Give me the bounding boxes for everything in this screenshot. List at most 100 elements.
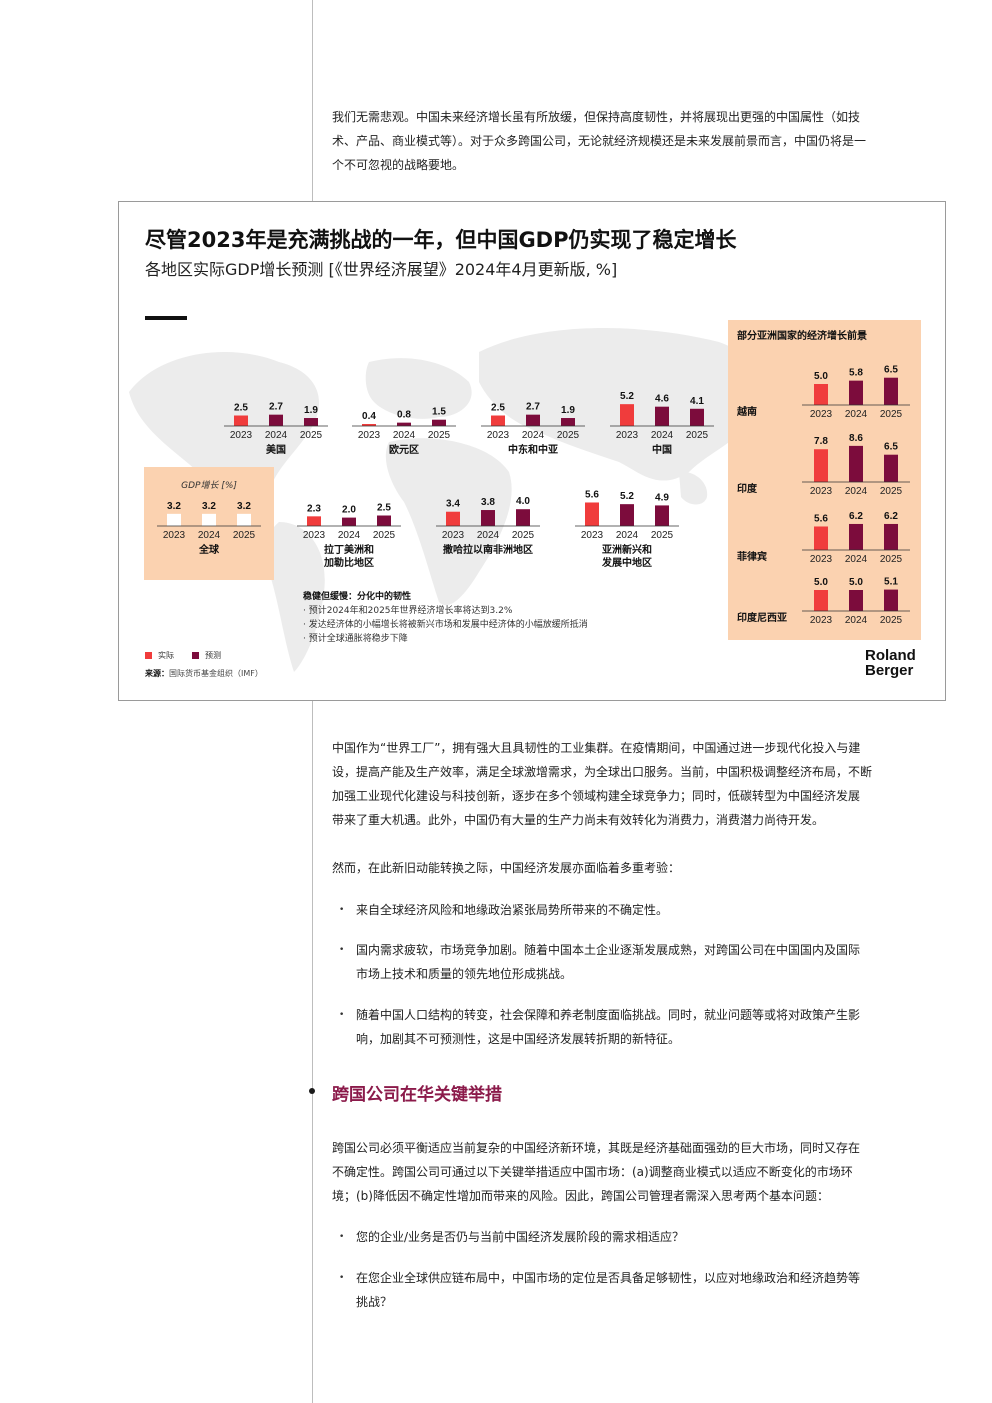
data-label: 1.9 (304, 405, 318, 416)
notes-title: 稳健但缓慢：分化中的韧性 (303, 592, 412, 602)
bullet-line: 您的企业/业务是否仍与当前中国经济发展阶段的需求相适应？ (356, 1230, 685, 1244)
bar (432, 419, 446, 426)
bar (620, 504, 634, 526)
data-label: 0.8 (397, 410, 411, 421)
year-tick-label: 2023 (581, 530, 604, 541)
year-tick-label: 2024 (845, 554, 868, 565)
bar (585, 502, 599, 526)
region-label: 发展中地区 (601, 556, 652, 569)
logo-line: Berger (865, 662, 914, 679)
bullet-item: 在您企业全球供应链布局中，中国市场的定位是否具备足够韧性，以应对地缘政治和经济趋… (339, 1266, 922, 1314)
data-label: 7.8 (814, 436, 828, 447)
year-tick-label: 2023 (358, 430, 381, 441)
note-item: · 预计2024年和2025年世界经济增长率将达到3.2% (303, 606, 513, 616)
gdp-chart-svg: 2.5 2023 2.7 2024 1.9 2025 美国 0.4 2023 0.8 2024 1.5… (129, 320, 921, 672)
year-tick-label: 2025 (428, 430, 451, 441)
bar (655, 505, 669, 526)
region-label: 全球 (198, 543, 220, 556)
bullet-line: 来自全球经济风险和地缘政治紧张局势所带来的不确定性。 (356, 903, 669, 917)
bar (620, 404, 634, 426)
data-label: 2.5 (234, 403, 248, 414)
data-label: 6.5 (884, 442, 898, 453)
bar (884, 523, 898, 550)
country-label: 印度 (737, 482, 758, 495)
bar (884, 454, 898, 482)
year-tick-label: 2023 (810, 409, 833, 420)
year-tick-label: 2025 (880, 554, 903, 565)
bar (884, 589, 898, 611)
intro-line: 个不可忽视的战略要地。 (332, 158, 465, 172)
bar (377, 515, 391, 526)
data-label: 5.6 (814, 513, 828, 524)
body-paragraph-3: 跨国公司必须平衡适应当前复杂的中国经济新环境，其既是经济基础面强劲的巨大市场，同… (332, 1136, 922, 1208)
figure-title: 尽管2023年是充满挑战的一年，但中国GDP仍实现了稳定增长 (145, 228, 737, 252)
region-label: 中国 (652, 443, 672, 456)
year-tick-label: 2024 (265, 430, 288, 441)
region-label: 加勒比地区 (323, 556, 374, 569)
data-label: 2.5 (491, 403, 505, 414)
chart-legend: 实际 预测 (145, 650, 221, 661)
gdp-figure: 2.5 2023 2.7 2024 1.9 2025 美国 0.4 2023 0.8 2024 1.5… (118, 201, 946, 701)
year-tick-label: 2023 (230, 430, 253, 441)
bar (491, 415, 505, 426)
year-tick-label: 2025 (233, 530, 256, 541)
global-box-label: GDP增长 [%] (181, 480, 237, 491)
bar (167, 513, 181, 526)
data-label: 3.4 (446, 499, 460, 510)
country-label: 越南 (736, 405, 757, 418)
bar (814, 449, 828, 482)
data-label: 0.4 (362, 411, 376, 422)
asia-panel-title: 部分亚洲国家的经济增长前景 (737, 329, 867, 342)
bullet-item: 随着中国人口结构的转变，社会保障和养老制度面临挑战。同时，就业问题等或将对政策产… (339, 1003, 922, 1051)
data-label: 2.0 (342, 505, 356, 516)
bar (362, 424, 376, 426)
paragraph-line: 境；(b)降低因不确定性增加而带来的风险。因此，跨国公司管理者需深入思考两个基本… (332, 1189, 829, 1203)
bar (516, 509, 530, 526)
notes-block: 稳健但缓慢：分化中的韧性 · 预计2024年和2025年世界经济增长率将达到3.… (303, 590, 588, 646)
bullet-item: 您的企业/业务是否仍与当前中国经济发展阶段的需求相适应？ (339, 1225, 922, 1249)
bar (655, 406, 669, 426)
year-tick-label: 2023 (487, 430, 510, 441)
data-label: 5.8 (849, 368, 863, 379)
data-label: 1.5 (432, 407, 446, 418)
note-item: · 发达经济体的小幅增长将被新兴市场和发展中经济体的小幅放缓所抵消 (303, 620, 588, 630)
title-rule (145, 316, 187, 320)
data-label: 1.9 (561, 405, 575, 416)
bar (849, 380, 863, 405)
year-tick-label: 2024 (393, 430, 416, 441)
year-tick-label: 2025 (512, 530, 535, 541)
paragraph-line: 设，提高产能及生产效率，满足全球激增需求，为全球出口服务。当前，中国积极调整经济… (332, 765, 873, 779)
year-tick-label: 2024 (522, 430, 545, 441)
body-paragraph-2: 然而，在此新旧动能转换之际，中国经济发展亦面临着多重考验： (332, 861, 681, 875)
data-label: 5.0 (814, 577, 828, 588)
paragraph-line: 跨国公司必须平衡适应当前复杂的中国经济新环境，其既是经济基础面强劲的巨大市场，同… (332, 1141, 861, 1155)
data-label: 8.6 (849, 433, 863, 444)
data-label: 2.7 (269, 402, 283, 413)
bar (884, 377, 898, 405)
year-tick-label: 2025 (557, 430, 580, 441)
year-tick-label: 2025 (373, 530, 396, 541)
year-tick-label: 2023 (163, 530, 186, 541)
source-label: 来源： (145, 669, 169, 678)
data-label: 5.0 (849, 577, 863, 588)
bullet-line: 市场上技术和质量的领先地位形成挑战。 (356, 967, 573, 981)
region-label: 拉丁美洲和 (324, 543, 374, 556)
paragraph-line: 加强工业现代化建设与科技创新，逐步在多个领域构建全球竞争力；同时，低碳转型为中国… (332, 789, 861, 803)
year-tick-label: 2024 (845, 409, 868, 420)
year-tick-label: 2024 (651, 430, 674, 441)
region-label: 美国 (266, 443, 286, 456)
legend-label-forecast: 预测 (205, 651, 221, 660)
logo-line: Roland (865, 647, 916, 664)
year-tick-label: 2025 (880, 486, 903, 497)
data-label: 5.0 (814, 371, 828, 382)
legend-item-actual: 实际 (145, 650, 174, 661)
data-label: 5.6 (585, 489, 599, 500)
data-label: 6.5 (884, 365, 898, 376)
year-tick-label: 2025 (686, 430, 709, 441)
